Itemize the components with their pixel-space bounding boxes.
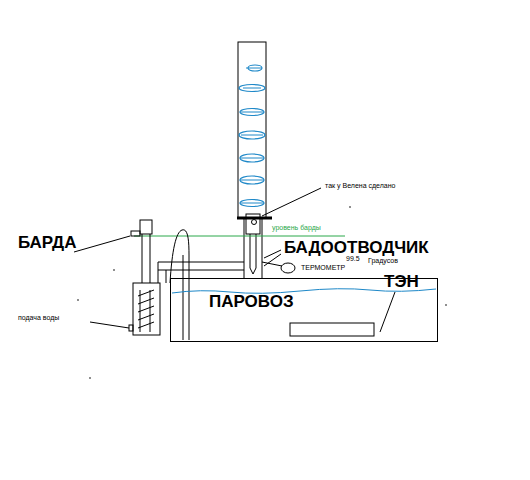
unit: Градусов [368, 257, 398, 264]
part-name: БАДООТВОДЧИК [284, 239, 429, 256]
water-inlet [129, 325, 133, 331]
drain-tip [250, 268, 256, 274]
drain-hole [252, 220, 257, 225]
part-name: ТЭН [384, 273, 419, 290]
leader-barda [74, 236, 130, 252]
leader-ten [380, 292, 395, 332]
part-name: ТЕРМОМЕТР [301, 264, 345, 271]
leader-water [90, 322, 129, 328]
drain-valve [246, 214, 260, 234]
thermometer [281, 263, 295, 273]
stray-dots [77, 206, 447, 379]
leader-velen [262, 188, 321, 216]
barda-level-line [134, 236, 345, 237]
node-title: ПАРОВОЗ [209, 293, 294, 310]
drain-pipe [244, 218, 262, 278]
water-seal-box [133, 283, 160, 335]
overflow-cap [140, 220, 152, 234]
seal-coil [138, 290, 154, 332]
disk-rims [241, 68, 263, 203]
note: подача воды [18, 314, 59, 321]
hose [170, 230, 189, 340]
leader-drain [264, 250, 281, 266]
value: 99.5 [346, 255, 360, 262]
barda-outlet [131, 231, 140, 236]
note: так у Велена сделано [325, 182, 395, 189]
level-label: уровень барды [272, 224, 321, 231]
column [238, 42, 266, 218]
column-disks [239, 65, 265, 207]
heater [290, 323, 374, 336]
overflow-pipe [142, 234, 150, 283]
part-name: БАРДА [18, 234, 77, 251]
